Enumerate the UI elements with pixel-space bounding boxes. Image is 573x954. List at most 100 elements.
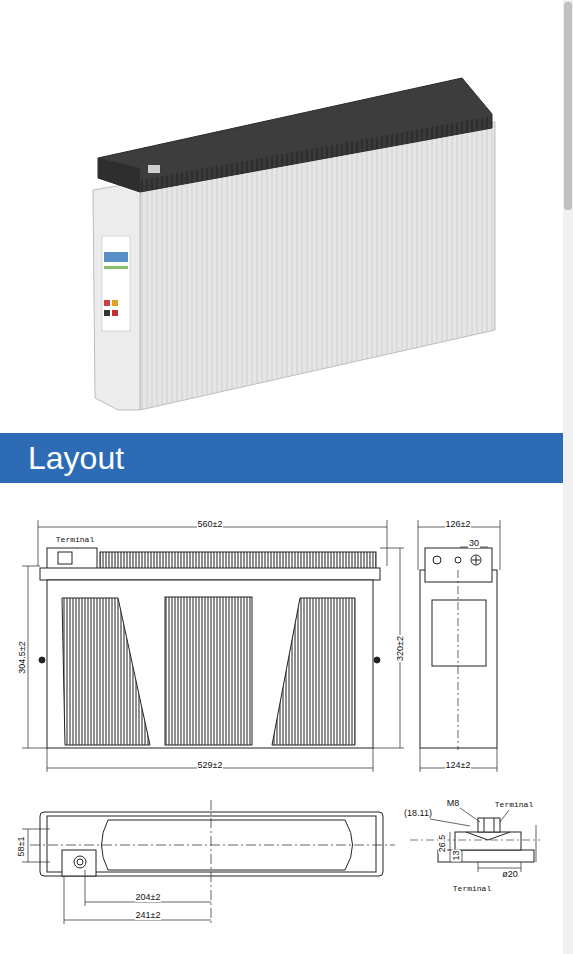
battery-illustration-part — [102, 236, 130, 331]
top-view-part — [62, 850, 96, 876]
dimension-lines-part — [85, 902, 211, 903]
dimension-lines-part — [28, 829, 29, 862]
terminal-detail-part — [494, 818, 495, 832]
battery-illustration-part — [104, 300, 110, 306]
terminal-detail-part — [455, 832, 521, 850]
front-view-part — [100, 552, 376, 570]
dimension-lines-part — [28, 566, 29, 748]
top-view-part — [30, 845, 395, 846]
dimension-label: 560±2 — [197, 520, 224, 529]
top-view-part — [40, 812, 383, 876]
dimension-lines-part — [64, 920, 211, 921]
dimension-label: (18.11) — [403, 809, 433, 818]
side-view-part — [472, 560, 480, 561]
dimension-label: 241±2 — [135, 911, 162, 920]
terminal-detail-part — [484, 818, 485, 832]
top-view — [30, 800, 395, 925]
terminal-detail-part — [478, 862, 479, 872]
dimension-lines-part — [387, 520, 388, 566]
terminal-detail-part — [462, 850, 463, 862]
dimension-label: 124±2 — [445, 761, 472, 770]
battery-illustration-part — [98, 158, 140, 192]
scrollbar — [563, 0, 573, 954]
dimension-lines-part — [85, 870, 86, 906]
dimension-lines-part — [418, 520, 419, 570]
dimension-lines-part — [22, 748, 47, 749]
side-view-part — [425, 548, 492, 582]
terminal-detail-part — [430, 819, 470, 826]
part-label: Terminal — [55, 536, 95, 544]
front-view-part — [374, 657, 380, 663]
front-view-part — [40, 568, 380, 580]
dimension-label: 30 — [468, 539, 480, 548]
dimension-lines-part — [380, 548, 404, 549]
battery-illustration-part — [104, 252, 128, 262]
dimension-lines-part — [22, 566, 40, 567]
dimension-label: 320±2 — [396, 635, 405, 662]
dimension-lines-part — [420, 748, 421, 772]
section-band: Layout — [0, 433, 563, 483]
dimension-lines — [22, 520, 500, 924]
dimension-label: ø20 — [501, 870, 519, 879]
top-view-part — [77, 859, 83, 865]
dimension-label: 58±1 — [18, 835, 27, 857]
battery-illustration-part — [104, 266, 128, 269]
top-view-part — [211, 800, 212, 925]
terminal-detail-part — [450, 832, 451, 862]
dimension-lines-part — [373, 748, 374, 772]
side-view — [420, 548, 497, 750]
battery-illustration-part — [112, 300, 118, 306]
front-view-part — [47, 548, 97, 570]
side-view-part — [432, 600, 486, 666]
dimension-label: 304.5±2 — [18, 640, 27, 674]
dimension-label: M8 — [446, 799, 461, 808]
dimension-lines-part — [47, 748, 48, 772]
scrollbar-part — [564, 2, 572, 210]
section-heading: Layout — [28, 442, 124, 474]
battery-illustration-part — [140, 116, 492, 192]
front-view-part — [165, 597, 252, 745]
top-view-part — [74, 856, 86, 868]
front-view-part — [272, 598, 355, 745]
battery-illustration-part — [104, 310, 110, 316]
terminal-detail-part — [536, 825, 537, 862]
dimension-label: 26.5 — [439, 833, 448, 853]
front-view-part — [58, 552, 72, 564]
battery-illustration — [93, 78, 495, 410]
dimension-label: 126±2 — [445, 520, 472, 529]
battery-illustration-part — [112, 310, 118, 316]
dimension-label: 204±2 — [135, 893, 162, 902]
battery-illustration-part — [148, 165, 160, 173]
side-view-part — [420, 570, 497, 748]
dimension-lines-part — [22, 862, 50, 863]
front-view-part — [62, 598, 150, 745]
side-view-part — [455, 557, 461, 563]
terminal-detail-part — [466, 832, 510, 840]
dimension-label: 13 — [451, 849, 460, 861]
dimension-label: 529±2 — [197, 761, 224, 770]
dimension-lines-part — [500, 520, 501, 570]
front-view-part — [39, 657, 45, 663]
terminal-detail — [410, 808, 540, 872]
terminal-detail-part — [410, 840, 540, 841]
side-view-part — [458, 570, 459, 750]
dimension-lines-part — [22, 829, 50, 830]
terminal-detail-part — [460, 808, 480, 822]
terminal-detail-part — [500, 810, 509, 822]
front-view — [39, 548, 380, 748]
terminal-detail-part — [478, 868, 521, 869]
part-label: Terminal — [494, 801, 534, 809]
side-view-part — [433, 556, 441, 564]
terminal-detail-part — [478, 818, 500, 832]
dimension-lines-part — [373, 748, 404, 749]
battery-illustration-part — [98, 78, 492, 192]
part-label: Terminal — [452, 885, 492, 893]
scrollbar-part — [563, 0, 573, 954]
dimension-lines-part — [497, 748, 498, 772]
dimension-lines-part — [64, 876, 65, 924]
battery-illustration-part — [93, 182, 140, 410]
terminal-detail-part — [521, 862, 522, 872]
side-view-part — [471, 555, 481, 565]
dimension-lines-part — [38, 520, 39, 566]
